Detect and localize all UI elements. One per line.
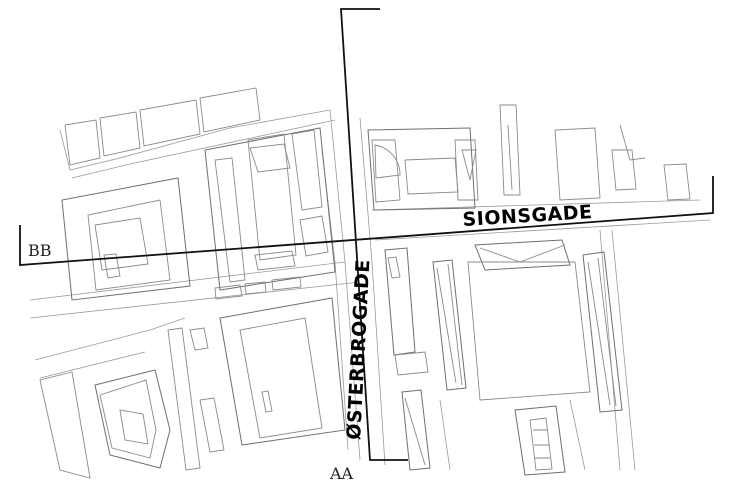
section-label-aa: AA	[329, 464, 354, 483]
buildings-upper-right	[367, 104, 691, 211]
street-label-sionsgade: SIONSGADE	[462, 201, 593, 231]
buildings-lower-left	[39, 297, 346, 479]
street-label-osterbrogade: ØSTERBROGADE	[343, 259, 374, 441]
buildings-upper-left	[61, 87, 336, 301]
buildings-lower-right	[384, 239, 623, 476]
road-edges	[29, 109, 711, 471]
section-cut-lines	[19, 8, 714, 461]
section-label-bb: BB	[28, 241, 52, 260]
section-line-aa	[340, 8, 408, 461]
section-line-bb	[19, 176, 714, 266]
